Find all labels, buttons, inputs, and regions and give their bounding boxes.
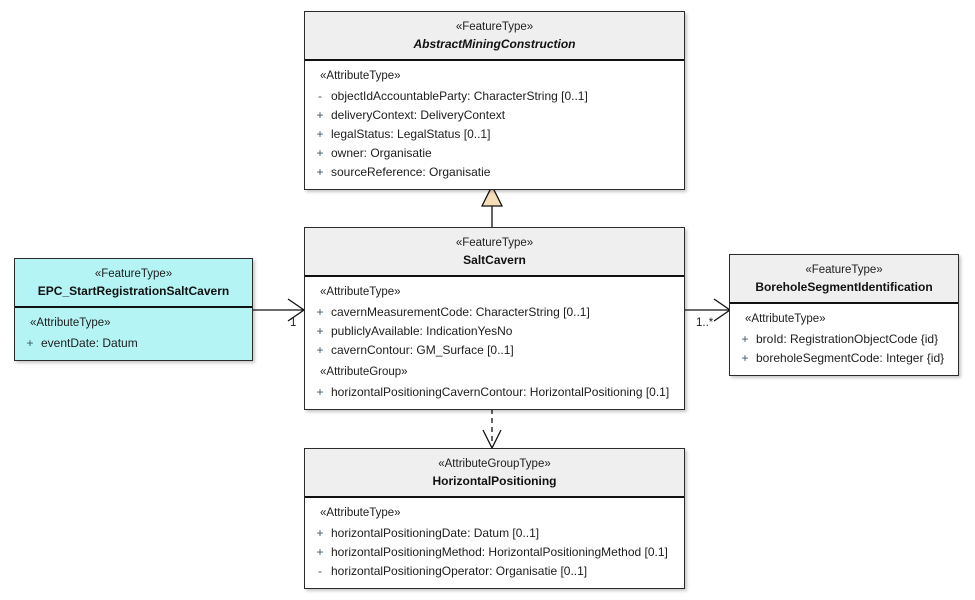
attribute-visibility: + (316, 545, 324, 559)
multiplicity-saltcavern-to-borehole: 1..* (696, 317, 714, 329)
attribute-row[interactable]: + cavernContour: GM_Surface [0..1] (309, 341, 680, 360)
class-epc-start-registration-salt-cavern[interactable]: «FeatureType» EPC_StartRegistrationSaltC… (14, 258, 253, 361)
attribute-row[interactable]: + boreholeSegmentCode: Integer {id} (734, 349, 954, 368)
multiplicity-epc-to-saltcavern: 1 (290, 317, 297, 329)
attribute-signature: deliveryContext: DeliveryContext (331, 108, 506, 122)
class-name: SaltCavern (463, 253, 526, 267)
class-borehole-segment-identification[interactable]: «FeatureType» BoreholeSegmentIdentificat… (729, 254, 959, 376)
attribute-visibility: + (316, 165, 324, 179)
class-header-abstract-mining-construction: «FeatureType» AbstractMiningConstruction (305, 12, 684, 61)
attribute-signature: publiclyAvailable: IndicationYesNo (331, 324, 513, 338)
class-header-horizontal-positioning: «AttributeGroupType» HorizontalPositioni… (305, 449, 684, 498)
class-body-horizontal-positioning: «AttributeType» + horizontalPositioningD… (305, 498, 684, 588)
attribute-signature: cavernContour: GM_Surface [0..1] (331, 343, 514, 357)
attribute-signature: horizontalPositioningDate: Datum [0..1] (331, 526, 540, 540)
attribute-visibility: + (316, 385, 324, 399)
attribute-signature: cavernMeasurementCode: CharacterString [… (331, 305, 590, 319)
attribute-visibility: + (316, 305, 324, 319)
compartment-label: «AttributeGroup» (320, 366, 408, 378)
class-stereotype: «FeatureType» (455, 237, 534, 249)
attribute-row[interactable]: + cavernMeasurementCode: CharacterString… (309, 303, 680, 322)
attribute-row[interactable]: + owner: Organisatie (309, 144, 680, 163)
attribute-visibility: + (316, 146, 324, 160)
class-horizontal-positioning[interactable]: «AttributeGroupType» HorizontalPositioni… (304, 448, 685, 589)
class-stereotype: «FeatureType» (94, 268, 173, 280)
attribute-row[interactable]: + sourceReference: Organisatie (309, 163, 680, 182)
compartment-label: «AttributeType» (320, 70, 401, 82)
attribute-signature: sourceReference: Organisatie (331, 165, 491, 179)
attribute-row[interactable]: + horizontalPositioningMethod: Horizonta… (309, 543, 680, 562)
attribute-signature: horizontalPositioningMethod: HorizontalP… (331, 545, 668, 559)
attribute-visibility: + (741, 351, 749, 365)
class-stereotype: «FeatureType» (805, 264, 883, 276)
attribute-signature: objectIdAccountableParty: CharacterStrin… (331, 89, 588, 103)
compartment-label: «AttributeType» (320, 507, 401, 519)
compartment-label: «AttributeType» (30, 317, 111, 329)
attribute-signature: legalStatus: LegalStatus [0..1] (331, 127, 491, 141)
class-name: AbstractMiningConstruction (413, 37, 576, 51)
class-body-borehole-segment-identification: «AttributeType» + broId: RegistrationObj… (730, 304, 958, 375)
class-body-abstract-mining-construction: «AttributeType» - objectIdAccountablePar… (305, 61, 684, 189)
compartment-label: «AttributeType» (745, 313, 826, 325)
attribute-row[interactable]: - objectIdAccountableParty: CharacterStr… (309, 87, 680, 106)
attribute-visibility: + (316, 324, 324, 338)
class-body-epc-start-registration-salt-cavern: «AttributeType» + eventDate: Datum (15, 308, 252, 360)
generalization-saltcavern-to-abstractminingconstruction[interactable] (480, 184, 504, 227)
class-stereotype: «FeatureType» (455, 21, 534, 33)
class-body-salt-cavern: «AttributeType» + cavernMeasurementCode:… (305, 277, 684, 409)
attribute-visibility: + (26, 336, 34, 350)
class-stereotype: «AttributeGroupType» (438, 458, 551, 470)
attribute-row[interactable]: + horizontalPositioningDate: Datum [0..1… (309, 524, 680, 543)
class-header-borehole-segment-identification: «FeatureType» BoreholeSegmentIdentificat… (730, 255, 958, 304)
attribute-visibility: + (316, 343, 324, 357)
attribute-visibility: + (316, 526, 324, 540)
class-salt-cavern[interactable]: «FeatureType» SaltCavern «AttributeType»… (304, 227, 685, 410)
attribute-row[interactable]: - horizontalPositioningOperator: Organis… (309, 562, 680, 581)
attribute-signature: boreholeSegmentCode: Integer {id} (756, 351, 945, 365)
attribute-signature: eventDate: Datum (41, 336, 138, 350)
attribute-signature: broId: RegistrationObjectCode {id} (756, 332, 939, 346)
attribute-row[interactable]: + legalStatus: LegalStatus [0..1] (309, 125, 680, 144)
class-abstract-mining-construction[interactable]: «FeatureType» AbstractMiningConstruction… (304, 11, 685, 190)
attribute-row[interactable]: + deliveryContext: DeliveryContext (309, 106, 680, 125)
class-name: BoreholeSegmentIdentification (755, 280, 933, 294)
attribute-row[interactable]: + horizontalPositioningCavernContour: Ho… (309, 383, 680, 402)
class-header-epc-start-registration-salt-cavern: «FeatureType» EPC_StartRegistrationSaltC… (15, 259, 252, 308)
attribute-visibility: - (318, 564, 322, 578)
class-header-salt-cavern: «FeatureType» SaltCavern (305, 228, 684, 277)
attribute-signature: owner: Organisatie (331, 146, 432, 160)
attribute-visibility: + (741, 332, 749, 346)
attribute-signature: horizontalPositioningCavernContour: Hori… (331, 385, 670, 399)
class-name: EPC_StartRegistrationSaltCavern (37, 284, 230, 298)
compartment-label: «AttributeType» (320, 286, 401, 298)
class-name: HorizontalPositioning (432, 474, 557, 488)
attribute-row[interactable]: + broId: RegistrationObjectCode {id} (734, 330, 954, 349)
attribute-row[interactable]: + eventDate: Datum (19, 334, 248, 353)
attribute-visibility: - (318, 89, 322, 103)
attribute-row[interactable]: + publiclyAvailable: IndicationYesNo (309, 322, 680, 341)
attribute-visibility: + (316, 108, 324, 122)
attribute-signature: horizontalPositioningOperator: Organisat… (331, 564, 588, 578)
attribute-visibility: + (316, 127, 324, 141)
